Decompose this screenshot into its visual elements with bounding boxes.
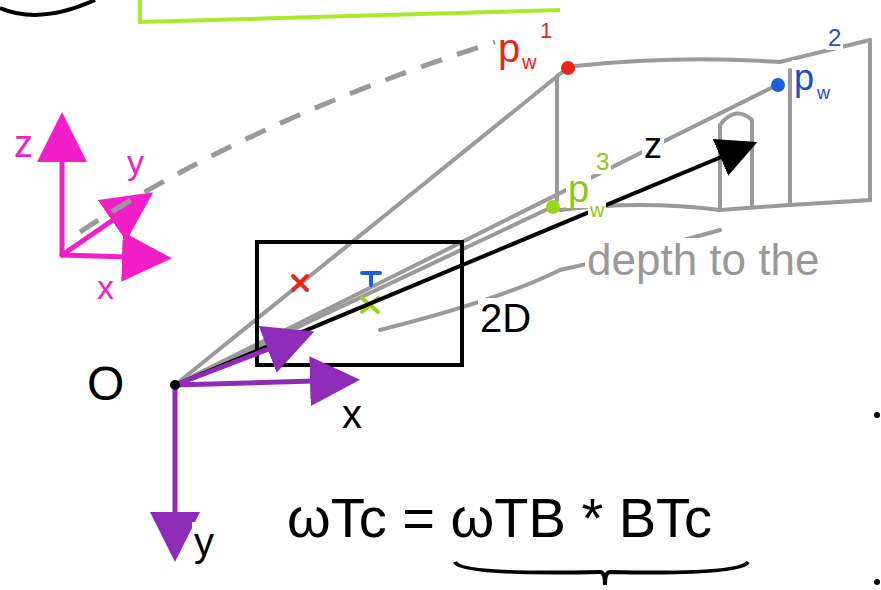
point-subscript: w	[588, 200, 606, 220]
note-text: depth to the	[585, 238, 821, 282]
axis-label: x	[95, 270, 116, 304]
plane-label: 2D	[478, 298, 533, 338]
point-subscript: w	[520, 52, 538, 72]
axis-label: y	[125, 145, 146, 179]
point-subscript: w	[815, 84, 832, 102]
axis-label: z	[12, 125, 35, 163]
origin-label: O	[85, 360, 126, 408]
transform-formula: ωTc = ωTB * BTc	[285, 490, 714, 546]
point-superscript: 2	[826, 26, 843, 50]
point-symbol: p	[792, 60, 816, 96]
axis-label: z	[642, 128, 664, 164]
axis-label: x	[340, 394, 364, 434]
point-superscript: 3	[594, 150, 611, 174]
axis-label: y	[192, 522, 216, 562]
point-superscript: 1	[538, 20, 554, 42]
point-symbol: p	[496, 28, 522, 68]
